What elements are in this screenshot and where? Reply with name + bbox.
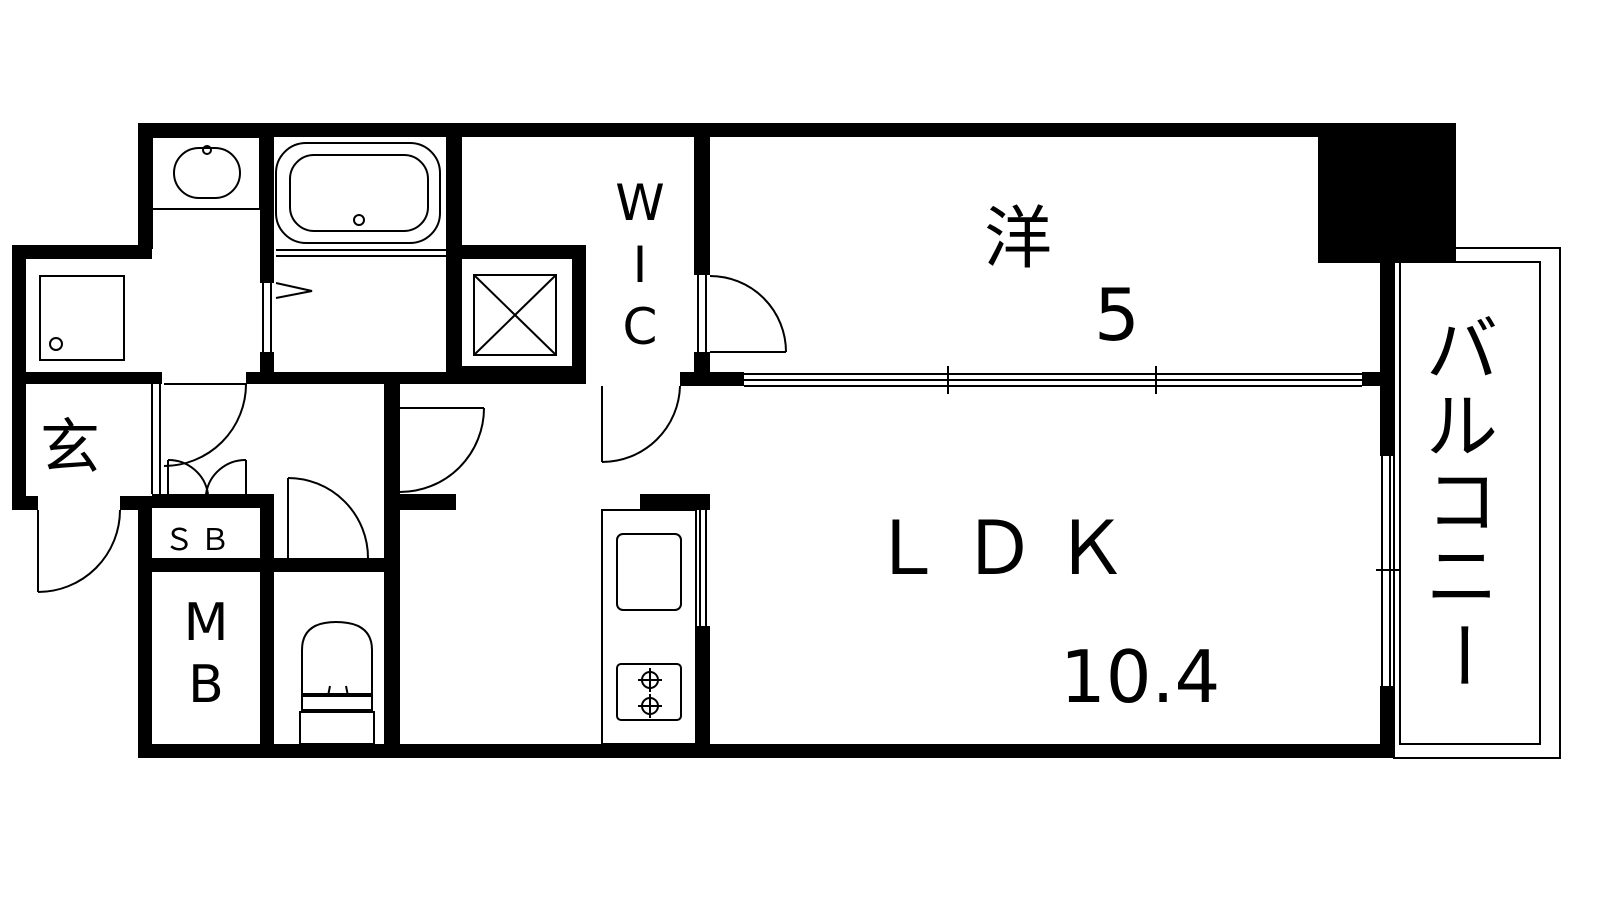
meter-box-label-b: B [188,655,224,715]
wic-label-i: I [633,236,648,294]
toilet [299,620,375,745]
balcony-label-5: ー [1420,619,1504,691]
balcony-label-4: ニ [1426,535,1498,619]
western-room-size: 5 [1094,273,1140,357]
pipe-shaft [473,274,557,356]
meter-box-label-m: M [184,593,229,653]
western-room-label: 洋 [984,200,1052,279]
balcony-label-2: ル [1426,385,1498,469]
entrance-label: 玄 [40,413,100,483]
wic-label-c: C [623,298,658,356]
exterior-walls [12,123,1456,758]
wic-label-w: W [615,174,664,232]
balcony-label-1: バ [1426,308,1498,392]
interior-walls [26,123,1394,758]
kitchen-counter [601,509,707,745]
washing-machine [39,275,125,361]
doors [37,275,1400,686]
balcony-label-3: コ [1426,460,1498,544]
bathtub [262,142,446,352]
ldk-label: ＬＤＫ [870,506,1146,592]
shoe-box-label: ＳＢ [164,523,236,558]
washbasin [151,136,261,249]
ldk-size: 10.4 [1060,635,1220,719]
balcony-outline [1393,247,1561,759]
